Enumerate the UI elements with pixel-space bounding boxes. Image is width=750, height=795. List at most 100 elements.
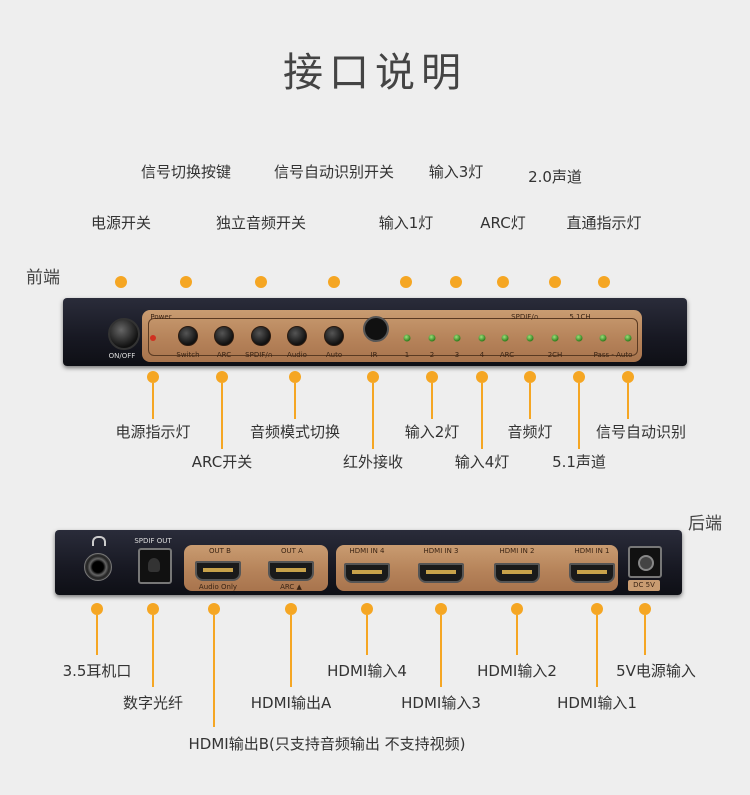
- callout-line: [481, 383, 483, 449]
- callout-line: [644, 615, 646, 655]
- dc-jack[interactable]: [628, 546, 662, 578]
- switch-label: Switch: [176, 351, 200, 359]
- callout-signal-switch-key: 信号切换按键: [140, 163, 232, 181]
- callout-line: [627, 383, 629, 419]
- front-section-label: 前端: [26, 268, 60, 288]
- callout-dot: [591, 603, 603, 615]
- callout-dot: [147, 371, 159, 383]
- out-a-label: OUT A: [281, 547, 303, 555]
- callout-hdmi-out-a: HDMI输出A: [250, 694, 332, 712]
- headphone-jack[interactable]: [84, 553, 112, 581]
- page-title: 接口说明: [283, 50, 467, 96]
- callout-dot: [435, 603, 447, 615]
- callout-audio-led: 音频灯: [507, 423, 553, 441]
- led4-label: 4: [479, 351, 485, 359]
- callout-input4-led: 输入4灯: [454, 453, 510, 471]
- callout-dot: [208, 603, 220, 615]
- led-51ch: [575, 334, 583, 342]
- callout-hdmi-out-b: HDMI输出B(只支持音频输出 不支持视频): [188, 735, 466, 753]
- led-2ch-label: 2CH: [547, 351, 563, 359]
- callout-passthrough-led: 直通指示灯: [566, 214, 642, 232]
- power-label: Power: [150, 313, 172, 321]
- hdmi-in3-port[interactable]: [418, 563, 464, 583]
- callout-dot: [598, 276, 610, 288]
- callout-arc-led: ARC灯: [480, 214, 526, 232]
- auto-button[interactable]: [324, 326, 344, 346]
- callout-ir-receiver: 红外接收: [342, 453, 404, 471]
- callout-hdmi-in3: HDMI输入3: [401, 694, 481, 712]
- led-auto: [624, 334, 632, 342]
- led1-label: 1: [404, 351, 410, 359]
- callout-dot: [255, 276, 267, 288]
- callout-auto-detect-led: 信号自动识别: [595, 423, 687, 441]
- led-2ch: [551, 334, 559, 342]
- callout-dot: [639, 603, 651, 615]
- spdif-label: SPDIF/∩: [245, 351, 273, 359]
- callout-input3-led: 输入3灯: [428, 163, 484, 181]
- callout-dot: [524, 371, 536, 383]
- callout-dot: [180, 276, 192, 288]
- hdmi-in1-label: HDMI IN 1: [574, 547, 610, 555]
- callout-dot: [476, 371, 488, 383]
- power-button[interactable]: [108, 318, 140, 350]
- callout-line: [213, 615, 215, 727]
- callout-line: [221, 383, 223, 449]
- hdmi-in2-port[interactable]: [494, 563, 540, 583]
- callout-dot: [147, 603, 159, 615]
- callout-dot: [91, 603, 103, 615]
- led-arc: [501, 334, 509, 342]
- auto-label: Auto: [325, 351, 343, 359]
- hdmi-in4-port[interactable]: [344, 563, 390, 583]
- pass-auto-label: Pass - Auto: [593, 351, 633, 359]
- hdmi-in2-label: HDMI IN 2: [499, 547, 535, 555]
- dc5v-badge: [628, 580, 660, 591]
- callout-dot: [115, 276, 127, 288]
- ir-window: [363, 316, 389, 342]
- front-panel-frame: [148, 318, 638, 356]
- callout-input1-led: 输入1灯: [378, 214, 434, 232]
- callout-dot: [367, 371, 379, 383]
- hdmi-out-a-port[interactable]: [268, 561, 314, 581]
- hdmi-out-b-port[interactable]: [195, 561, 241, 581]
- spdif-top-label: SPDIF/∩: [511, 313, 539, 321]
- callout-independent-audio-switch: 独立音频开关: [215, 214, 307, 232]
- callout-audio-mode-switch: 音频模式切换: [249, 423, 341, 441]
- callout-dc-5v-input: 5V电源输入: [616, 662, 696, 680]
- led3-label: 3: [454, 351, 460, 359]
- callout-dot: [328, 276, 340, 288]
- audio-label: Audio: [287, 351, 307, 359]
- led2-label: 2: [429, 351, 435, 359]
- callout-line: [366, 615, 368, 655]
- audio-button[interactable]: [287, 326, 307, 346]
- callout-line: [516, 615, 518, 655]
- callout-hdmi-in1: HDMI输入1: [557, 694, 637, 712]
- arc-label: ARC: [216, 351, 232, 359]
- callout-dot: [622, 371, 634, 383]
- switch-button[interactable]: [178, 326, 198, 346]
- callout-optical-out: 数字光纤: [122, 694, 184, 712]
- led-arc-label: ARC: [499, 351, 515, 359]
- callout-hdmi-in2: HDMI输入2: [477, 662, 557, 680]
- callout-dot: [450, 276, 462, 288]
- callout-dot: [426, 371, 438, 383]
- arc-up-label: ARC ▲: [280, 583, 302, 591]
- led-audio: [526, 334, 534, 342]
- hdmi-in1-port[interactable]: [569, 563, 615, 583]
- callout-power-indicator: 电源指示灯: [115, 423, 191, 441]
- callout-line: [596, 615, 598, 687]
- spdif-button[interactable]: [251, 326, 271, 346]
- callout-dot: [497, 276, 509, 288]
- callout-hdmi-in4: HDMI输入4: [327, 662, 407, 680]
- callout-line: [152, 383, 154, 419]
- optical-port[interactable]: [138, 548, 172, 584]
- callout-dot: [289, 371, 301, 383]
- led-input2: [428, 334, 436, 342]
- hdmi-in4-label: HDMI IN 4: [349, 547, 385, 555]
- arc-button[interactable]: [214, 326, 234, 346]
- callout-line: [440, 615, 442, 687]
- ch51-top-label: 5.1CH: [569, 313, 591, 321]
- callout-line: [152, 615, 154, 687]
- led-input3: [453, 334, 461, 342]
- rear-section-label: 后端: [688, 514, 722, 534]
